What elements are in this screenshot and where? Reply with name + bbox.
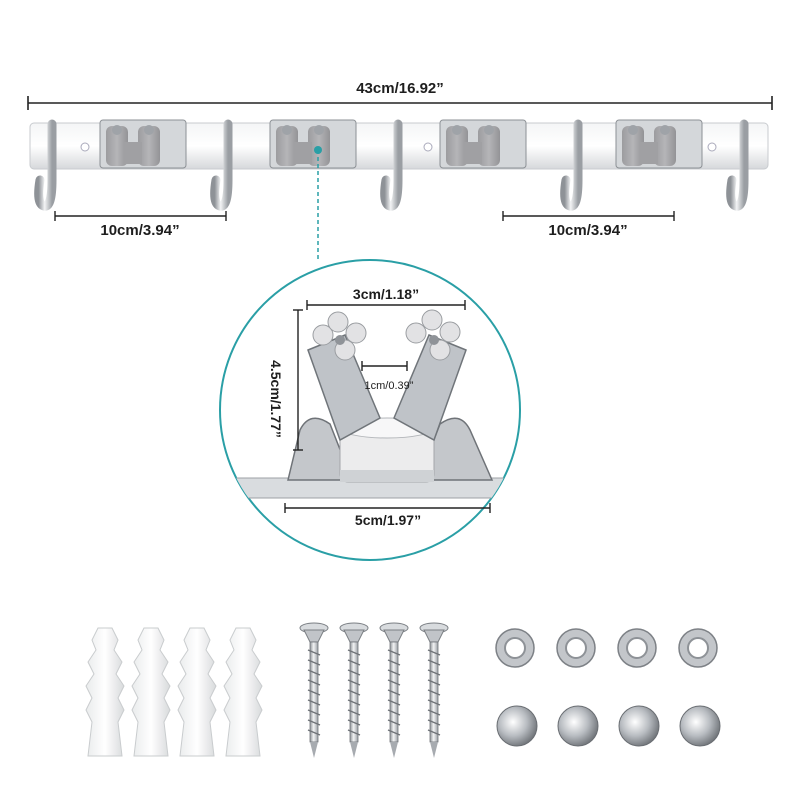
washer [617,628,657,668]
screw-cap [679,705,721,747]
washer [678,628,718,668]
hook [726,119,749,211]
screw [339,622,369,758]
holder-height-label: 4.5cm/1.77” [268,360,284,438]
washer [556,628,596,668]
total-length-dimension-line [27,96,773,110]
holder-dimension-lines [284,300,491,513]
hook-spacing-dimension-line-left [54,211,227,221]
screw-cap [618,705,660,747]
holder-detail-circle [219,259,521,561]
screw [419,622,449,758]
screw-cap [496,705,538,747]
total-length-label: 43cm/16.92” [356,80,444,97]
hook-spacing-label-right: 10cm/3.94” [548,222,628,239]
grip-holder [269,119,357,169]
screw [379,622,409,758]
holder-gap-label: 1cm/0.39” [364,380,414,392]
wall-anchor [177,627,217,757]
wall-anchor [131,627,171,757]
hook-spacing-dimension-line-right [502,211,675,221]
wall-anchor [85,627,125,757]
holder-top-width-label: 3cm/1.18” [352,286,420,302]
hook [380,119,403,211]
holder-base-width-label: 5cm/1.97” [354,512,422,528]
zoom-callout-connector [314,146,322,262]
screw [299,622,329,758]
screw-cap [557,705,599,747]
grip-holder [439,119,527,169]
grip-holder [99,119,187,169]
hook [560,119,583,211]
hook [210,119,233,211]
hook-spacing-label-left: 10cm/3.94” [100,222,180,239]
washer [495,628,535,668]
wall-anchor [223,627,263,757]
hook [34,119,57,211]
grip-holder [615,119,703,169]
